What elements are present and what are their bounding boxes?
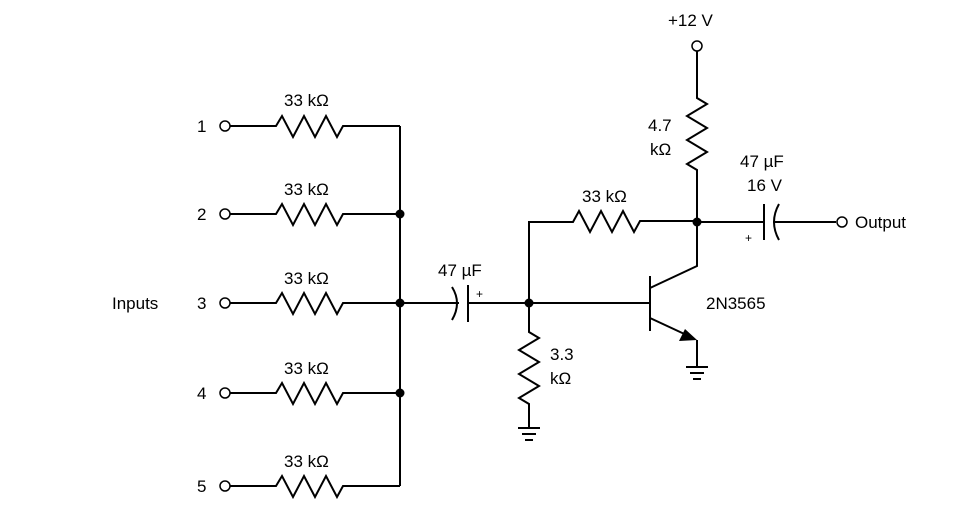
input-1: 1 33 kΩ <box>197 91 400 140</box>
input-3-label: 3 <box>197 294 206 313</box>
input-4-terminal <box>219 387 231 399</box>
transistor-part-label: 2N3565 <box>706 294 766 313</box>
input-5-terminal <box>219 480 231 492</box>
input-5-resistor-label: 33 kΩ <box>284 452 329 471</box>
capacitor-polarity: + <box>745 231 752 245</box>
input-4-label: 4 <box>197 384 206 403</box>
supply: +12 V 4.7 kΩ <box>648 11 714 222</box>
input-4-resistor-label: 33 kΩ <box>284 359 329 378</box>
input-5: 5 33 kΩ <box>197 452 400 500</box>
input-5-label: 5 <box>197 477 206 496</box>
input-2-resistor <box>230 201 400 228</box>
input-1-resistor <box>230 113 400 140</box>
output-capacitor-label-line2: 16 V <box>747 176 783 195</box>
ground-icon <box>518 427 540 441</box>
junction-dot <box>395 209 405 219</box>
input-capacitor-label: 47 µF <box>438 261 482 280</box>
input-1-label: 1 <box>197 117 206 136</box>
junction-dot <box>395 388 405 398</box>
output-terminal <box>836 216 848 228</box>
output-capacitor: + 47 µF 16 V <box>697 152 836 245</box>
input-3-resistor-label: 33 kΩ <box>284 269 329 288</box>
supply-terminal <box>691 40 703 52</box>
collector-resistor-body <box>685 51 709 222</box>
base-resistor: 3.3 kΩ <box>517 303 574 441</box>
supply-label: +12 V <box>668 11 714 30</box>
feedback-resistor: 33 kΩ <box>528 187 697 303</box>
capacitor-curved-plate <box>451 286 458 321</box>
feedback-resistor-body <box>528 208 697 303</box>
ground-icon <box>686 366 708 380</box>
output-label: Output <box>855 213 906 232</box>
collector-resistor-label-line1: 4.7 <box>648 116 672 135</box>
base-resistor-label-line2: kΩ <box>550 369 571 388</box>
input-4-resistor <box>230 380 400 407</box>
input-3: Inputs 3 33 kΩ <box>112 269 400 317</box>
output: Output <box>836 213 906 232</box>
collector-resistor-label-line2: kΩ <box>650 140 671 159</box>
input-capacitor: + 47 µF <box>400 261 529 322</box>
input-1-resistor-label: 33 kΩ <box>284 91 329 110</box>
inputs-group-label: Inputs <box>112 294 158 313</box>
input-3-terminal <box>219 297 231 309</box>
input-2-label: 2 <box>197 205 206 224</box>
emitter-arrow-icon <box>679 329 697 341</box>
feedback-resistor-label: 33 kΩ <box>582 187 627 206</box>
input-1-terminal <box>219 120 231 132</box>
capacitor-polarity: + <box>476 287 483 301</box>
input-2-terminal <box>219 208 231 220</box>
base-resistor-body <box>517 303 541 428</box>
input-3-resistor <box>230 290 400 317</box>
output-capacitor-label-line1: 47 µF <box>740 152 784 171</box>
input-2-resistor-label: 33 kΩ <box>284 180 329 199</box>
input-2: 2 33 kΩ <box>197 180 400 228</box>
transistor-collector <box>649 222 698 289</box>
transistor: 2N3565 <box>529 222 766 380</box>
input-5-resistor <box>230 473 400 500</box>
input-4: 4 33 kΩ <box>197 359 400 407</box>
base-resistor-label-line1: 3.3 <box>550 345 574 364</box>
